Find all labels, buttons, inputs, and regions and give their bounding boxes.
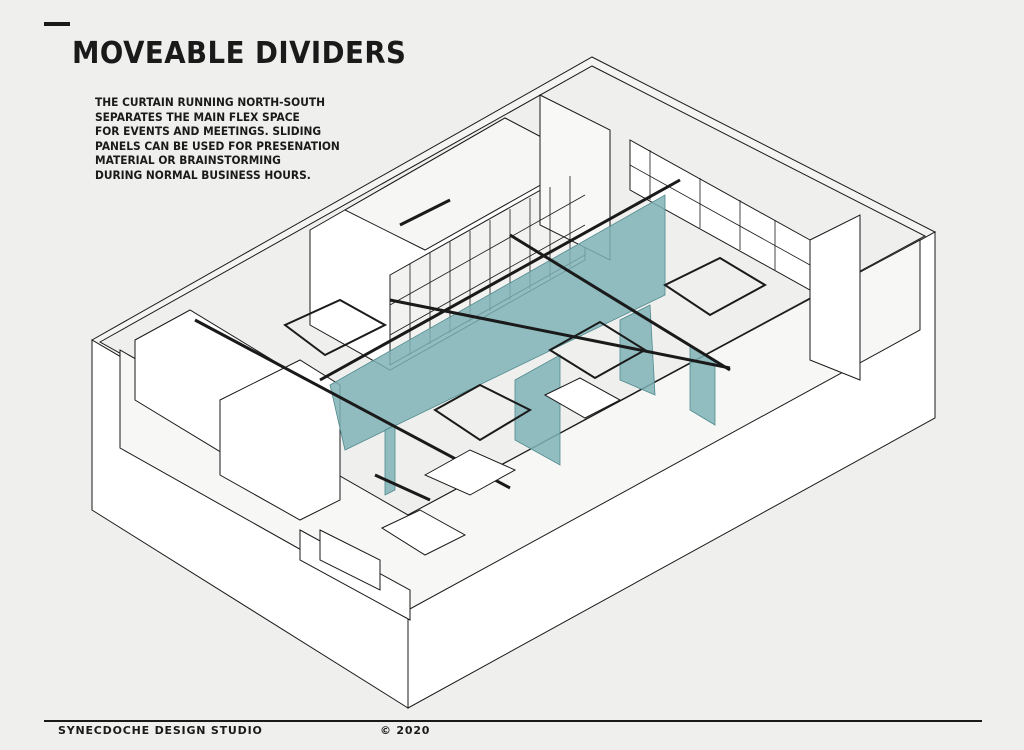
title-accent-bar	[44, 22, 70, 26]
description-line: FOR EVENTS AND MEETINGS. SLIDING	[95, 125, 322, 139]
tables	[319, 377, 622, 591]
description-line: THE CURTAIN RUNNING NORTH-SOUTH	[95, 96, 325, 109]
description-line: DURING NORMAL BUSINESS HOURS.	[95, 168, 311, 182]
description-line: SEPARATES THE MAIN FLEX SPACE	[95, 110, 300, 124]
description-line: PANELS CAN BE USED FOR PRESENATION	[95, 139, 340, 153]
page-title: MOVEABLE DIVIDERS	[72, 36, 407, 71]
copyright: © 2020	[380, 724, 431, 737]
footer-divider	[44, 720, 982, 722]
studio-name: SYNECDOCHE DESIGN STUDIO	[58, 724, 263, 737]
sliding-panel	[384, 424, 396, 496]
light-rings	[283, 256, 768, 442]
description-line: MATERIAL OR BRAINSTORMING	[95, 154, 281, 168]
description: THE CURTAIN RUNNING NORTH-SOUTH SEPARATE…	[95, 96, 340, 184]
